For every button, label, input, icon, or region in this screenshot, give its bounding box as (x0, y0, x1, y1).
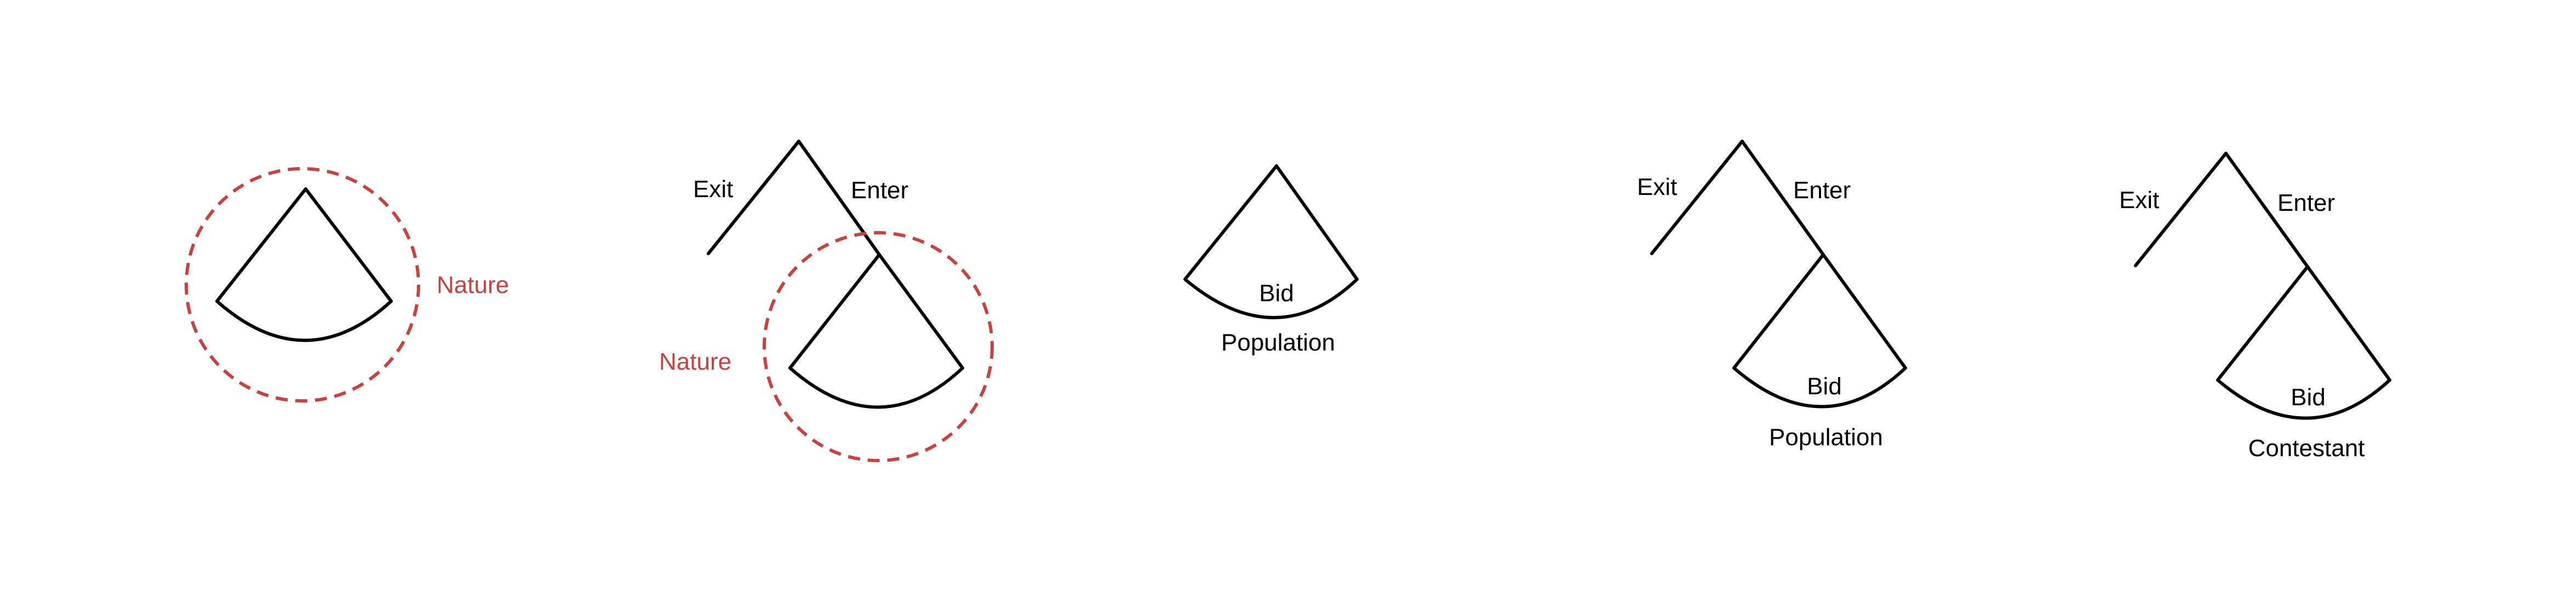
exit-branch (2134, 152, 2228, 267)
nature-dashed-circle (763, 231, 994, 462)
nature-dashed-circle (185, 167, 420, 403)
enter-label: Enter (1793, 177, 1851, 204)
bid-fan-node (2216, 265, 2391, 420)
enter-label: Enter (851, 177, 908, 204)
exit-label: Exit (1637, 174, 1677, 200)
nature-fan-node (788, 253, 964, 409)
population-label: Population (1769, 424, 1883, 451)
bid-fan-node (1183, 164, 1359, 319)
population-label: Population (1221, 329, 1335, 356)
bid-label: Bid (1807, 373, 1842, 400)
enter-branch (2224, 152, 2309, 268)
nature-fan-node (215, 187, 393, 342)
nature-label: Nature (659, 348, 731, 375)
enter-branch (797, 140, 881, 256)
enter-branch (1741, 140, 1825, 256)
exit-branch (1650, 140, 1744, 255)
bid-label: Bid (1259, 280, 1294, 307)
bid-fan-node (1732, 253, 1907, 409)
panel-nature-node: Nature (185, 167, 509, 403)
nature-label: Nature (437, 272, 509, 298)
exit-branch (707, 140, 800, 255)
exit-label: Exit (2119, 187, 2159, 214)
bid-label: Bid (2291, 384, 2326, 411)
panel-entry-then-population-bid: Exit Enter Bid Population (1637, 140, 1907, 451)
panel-population-bid: Bid Population (1183, 164, 1359, 356)
contestant-label: Contestant (2248, 435, 2365, 462)
exit-label: Exit (693, 176, 733, 203)
panel-entry-then-nature: Exit Enter Nature (659, 140, 994, 462)
panel-entry-then-contestant-bid: Exit Enter Bid Contestant (2119, 152, 2391, 462)
enter-label: Enter (2277, 189, 2335, 216)
